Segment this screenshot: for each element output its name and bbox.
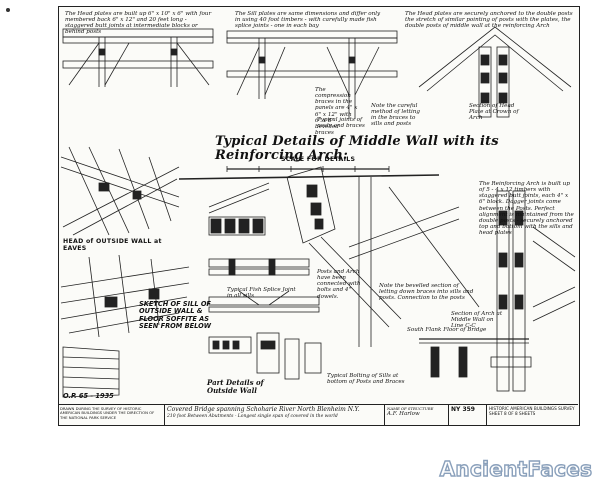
note-reinforcing-arch: The Reinforcing Arch is built up of 5 - … [479,181,574,237]
label-part-details: Part Details of Outside Wall [207,378,264,395]
note-posts: Posts and Arch have been connected with … [317,269,361,300]
section-head-plate: Section of Head Plate at Crown of Arch [469,103,519,122]
note-head-anchor: The Head plates are securely anchored to… [405,11,573,30]
label-section-center: Section of Arch at Middle Wall on Line C… [451,311,503,330]
part-details [208,332,322,380]
note-brace: Note the careful method of letting in th… [371,103,420,128]
roof-section [418,26,572,118]
agency-name: HISTORIC AMERICAN BUILDINGS SURVEY [489,406,575,411]
drawing-linework [60,26,576,398]
label-fish-splice: Typical Fish Splice Joint in all sills [227,287,296,300]
title-project: Covered Bridge spanning Schoharie River … [164,405,384,425]
scale-bar [178,166,440,180]
label-flange: South Flank Floor of Bridge [407,327,487,333]
title-author: NAME OF STRUCTURE A.F. Harlow [384,405,448,425]
author-name: A.F. Harlow [387,411,420,418]
punch-hole [6,8,10,12]
title-credit: DRAWN DURING THE SURVEY OF HISTORIC AMER… [60,406,155,420]
project-sub: 210 foot Between Abutments - Longest sin… [167,413,338,419]
watermark-logo: AncientFaces [436,454,596,484]
eaves-perspective [60,146,180,236]
title-agency: HISTORIC AMERICAN BUILDINGS SURVEY SHEET… [486,405,578,425]
note-posts2: Note the bevelled section of letting dow… [379,283,474,302]
note-compression: The compression braces in the panels are… [315,87,358,136]
note-head-plates: The Head plates are built up 6" x 10" x … [65,11,212,36]
label-head-eaves: HEAD of OUTSIDE WALL at EAVES [63,238,162,252]
middle-wall-perspective [208,166,480,347]
sheet-title: Typical Details of Middle Wall with its … [215,134,499,164]
drawing-sheet: The Head plates are built up 6" x 10" x … [58,6,580,426]
note-sill-plates: The Sill plates are same dimensions and … [235,11,381,30]
sill-elevation [226,30,398,119]
note-joints: Typical joints of posts and braces [317,117,365,130]
label-bolting: Typical Bolting of Sills at bottom of Po… [327,373,405,386]
label-sketch-sill: SKETCH OF SILL OF OUTSIDE WALL & FLOOR S… [139,300,211,330]
scale-label: SCALE FOR DETAILS [281,156,356,163]
arch-section [419,190,576,392]
sill-perspective [60,254,190,398]
sheet-number: SHEET 8 OF 8 SHEETS [489,410,536,416]
head-plate-elevation [62,28,214,87]
watermark-text: AncientFaces [439,456,593,481]
fish-splice [208,258,320,313]
project-name: Covered Bridge spanning Schoharie River … [167,406,360,413]
label-dated: O.P. 65 - 1935 [63,392,114,400]
title-block: DRAWN DURING THE SURVEY OF HISTORIC AMER… [58,404,578,425]
name-label: NAME OF STRUCTURE [387,406,434,411]
survey-number: NY 359 [448,405,486,425]
